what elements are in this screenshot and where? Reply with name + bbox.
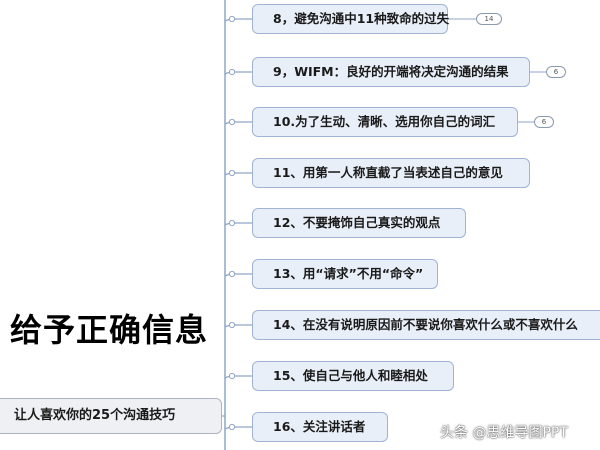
- section-title: 给予正确信息: [10, 311, 209, 349]
- topic-label-14: 14、在没有说明原因前不要说你喜欢什么或不喜欢什么: [273, 317, 578, 332]
- topic-node-15[interactable]: 15、使自己与他人和睦相处: [252, 361, 454, 391]
- topic-node-16[interactable]: 16、关注讲话者: [252, 412, 388, 442]
- topic-label-9: 9，WIFM：良好的开端将决定沟通的结果: [273, 64, 509, 79]
- junction-dot-15: [228, 372, 236, 380]
- topic-node-11[interactable]: 11、用第一人称直截了当表述自己的意见: [252, 158, 530, 188]
- topic-node-10[interactable]: 10.为了生动、清晰、选用你自己的词汇: [252, 107, 518, 137]
- junction-dot-12: [228, 219, 236, 227]
- junction-dot-13: [228, 270, 236, 278]
- topic-label-8: 8，避免沟通中11种致命的过失: [273, 11, 450, 26]
- topic-node-8[interactable]: 8，避免沟通中11种致命的过失: [252, 4, 450, 34]
- junction-dot-11: [228, 169, 236, 177]
- topic-node-12[interactable]: 12、不要掩饰自己真实的观点: [252, 208, 466, 238]
- topic-node-13[interactable]: 13、用“请求”不用“命令”: [252, 259, 438, 289]
- junction-dot-8: [228, 15, 236, 23]
- topic-label-11: 11、用第一人称直截了当表述自己的意见: [273, 165, 503, 180]
- collapsed-count-badge-8[interactable]: 14: [476, 13, 502, 25]
- topic-label-13: 13、用“请求”不用“命令”: [273, 266, 424, 281]
- junction-dot-16: [228, 423, 236, 431]
- collapsed-count-badge-10[interactable]: 6: [534, 116, 554, 128]
- collapsed-count-badge-9[interactable]: 6: [546, 66, 566, 78]
- junction-dot-14: [228, 321, 236, 329]
- watermark-text: 头条 @思维导图PPT: [440, 425, 568, 441]
- topic-node-9[interactable]: 9，WIFM：良好的开端将决定沟通的结果: [252, 57, 530, 87]
- root-topic-node[interactable]: 让人喜欢你的25个沟通技巧: [0, 398, 222, 434]
- topic-label-12: 12、不要掩饰自己真实的观点: [273, 215, 441, 230]
- root-topic-label: 让人喜欢你的25个沟通技巧: [14, 408, 176, 423]
- junction-dot-9: [228, 68, 236, 76]
- topic-label-15: 15、使自己与他人和睦相处: [273, 368, 428, 383]
- badge-count-8: 14: [484, 15, 494, 23]
- topic-node-14[interactable]: 14、在没有说明原因前不要说你喜欢什么或不喜欢什么: [252, 310, 600, 340]
- topic-label-16: 16、关注讲话者: [273, 419, 366, 434]
- badge-count-9: 6: [553, 68, 559, 76]
- junction-dot-10: [228, 118, 236, 126]
- badge-count-10: 6: [541, 118, 547, 126]
- topic-label-10: 10.为了生动、清晰、选用你自己的词汇: [273, 114, 496, 129]
